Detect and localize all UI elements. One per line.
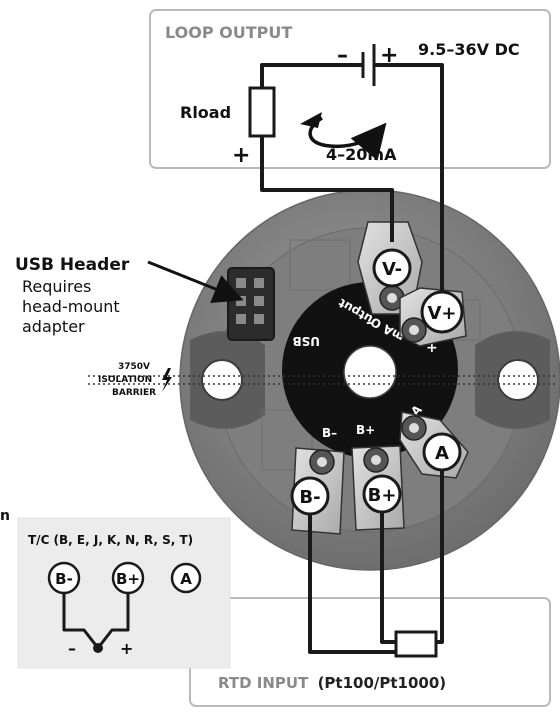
hub-b-minus-label: B– (322, 426, 337, 440)
mounting-hole-right (497, 359, 539, 401)
tc-junction-dot (93, 643, 103, 653)
tc-terminal-a: A (170, 562, 202, 594)
terminal-label-v-minus-text: V- (382, 259, 402, 280)
usb-header-connector (227, 267, 275, 341)
wiring (260, 63, 444, 654)
battery-symbol (361, 44, 376, 86)
rload-label: Rload (180, 103, 231, 122)
terminal-label-a-text: A (435, 443, 449, 464)
terminal-label-b-minus-text: B- (299, 487, 320, 508)
terminal-label-b-minus: B- (290, 476, 330, 516)
wire-b-minus-to-rtd (308, 512, 396, 654)
terminal-label-b-plus-text: B+ (368, 485, 397, 506)
isolation-line-3: BARRIER (112, 388, 156, 398)
tc-a-text: A (180, 570, 192, 588)
wire-battery-to-v-plus (374, 63, 444, 300)
wire-battery-to-rload (260, 63, 362, 88)
hub-minus-label: – (366, 315, 373, 331)
rtd-input-title: RTD INPUT (218, 674, 309, 692)
rtd-input-subtitle: (Pt100/Pt1000) (318, 674, 447, 692)
isolation-barrier-label: 3750V ISOLATION BARRIER (98, 362, 172, 398)
tc-plus-label: + (120, 639, 133, 658)
tc-b-plus-text: B+ (116, 570, 140, 588)
wire-a-to-rtd (436, 470, 444, 644)
usb-header-title: USB Header (15, 255, 130, 275)
hub-b-plus-label: B+ (356, 423, 375, 437)
rload-resistor (248, 86, 276, 138)
isolation-line-1: 3750V (118, 362, 150, 372)
rload-plus-label: + (232, 143, 250, 168)
loop-output-title: LOOP OUTPUT (165, 23, 292, 42)
usb-header-line-3: adapter (22, 317, 85, 336)
terminal-label-v-plus-text: V+ (427, 303, 456, 324)
mounting-hole-left (201, 359, 243, 401)
wire-rload-to-v-minus (260, 136, 394, 242)
tc-terminal-b-minus: B- (47, 561, 81, 595)
battery-minus-label: – (337, 43, 348, 68)
tc-title: T/C (B, E, J, K, N, R, S, T) (28, 533, 193, 547)
battery-plus-label: + (380, 43, 398, 68)
hub-usb-label: USB (292, 334, 320, 348)
terminal-label-b-plus: B+ (362, 474, 402, 514)
tc-inset-panel: T/C (B, E, J, K, N, R, S, T) B- B+ A – +… (0, 508, 231, 669)
isolation-line-2: ISOLATION (98, 375, 152, 385)
usb-header-callout: USB Header Requires head-mount adapter (15, 255, 244, 336)
tc-b-minus-text: B- (55, 570, 73, 588)
current-direction-arrow (308, 116, 387, 161)
lightning-icon (162, 368, 172, 392)
tc-terminal-b-plus: B+ (111, 561, 145, 595)
terminal-label-v-minus: V- (372, 248, 412, 288)
wire-b-plus-to-rtd (380, 512, 396, 644)
svg-text:RTD INPUT (Pt100/Pt1000): RTD INPUT (Pt100/Pt1000) (218, 674, 446, 692)
tc-edge-partial-text: n (0, 508, 10, 524)
rtd-resistor (394, 630, 438, 658)
tc-minus-label: – (68, 639, 76, 658)
hub-plus-label: + (426, 340, 438, 356)
terminal-label-a: A (422, 432, 462, 472)
usb-header-line-1: Requires (22, 277, 91, 296)
terminal-label-v-plus: V+ (420, 290, 464, 334)
usb-callout-arrow (147, 260, 244, 304)
usb-header-line-2: head-mount (22, 297, 120, 316)
supply-voltage-label: 9.5–36V DC (418, 40, 520, 59)
